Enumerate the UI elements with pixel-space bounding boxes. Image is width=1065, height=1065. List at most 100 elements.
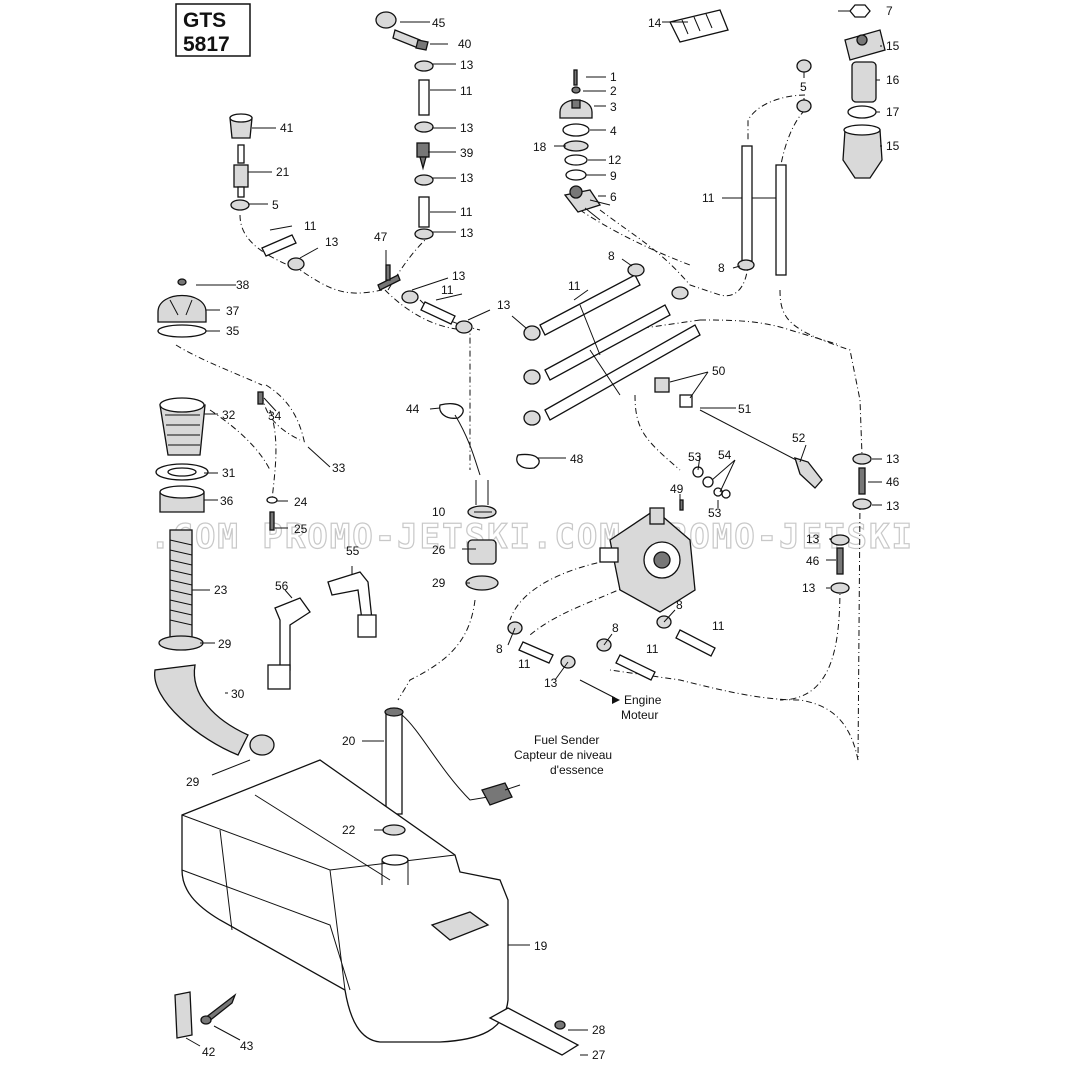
callout-5: 5 bbox=[800, 80, 807, 94]
callout-55: 55 bbox=[346, 544, 360, 558]
callout-30: 30 bbox=[231, 687, 245, 701]
callout-16: 16 bbox=[886, 73, 900, 87]
part-choke-cable bbox=[654, 377, 823, 489]
callout-6: 6 bbox=[610, 190, 617, 204]
callout-13: 13 bbox=[886, 499, 900, 513]
callout-11: 11 bbox=[518, 657, 531, 671]
callout-11: 11 bbox=[441, 283, 454, 297]
callout-13: 13 bbox=[460, 121, 474, 135]
fuel-sender-label-fr-2: d'essence bbox=[550, 763, 604, 777]
callout-48: 48 bbox=[570, 452, 584, 466]
title-line-2: 5817 bbox=[183, 33, 230, 56]
callout-4: 4 bbox=[610, 124, 617, 138]
part-filler-cap bbox=[157, 278, 207, 338]
text-labels: Engine Moteur Fuel Sender Capteur de niv… bbox=[514, 693, 662, 777]
callout-21: 21 bbox=[276, 165, 290, 179]
part-filler-neck bbox=[154, 397, 275, 756]
part-fuel-sender bbox=[384, 707, 521, 815]
callout-11: 11 bbox=[304, 219, 317, 233]
callout-47: 47 bbox=[374, 230, 388, 244]
engine-label-fr: Moteur bbox=[621, 708, 658, 722]
part-vent-fittings bbox=[229, 11, 430, 198]
callout-8: 8 bbox=[718, 261, 725, 275]
callout-12: 12 bbox=[608, 153, 622, 167]
part-clamps bbox=[230, 59, 872, 669]
callout-11: 11 bbox=[460, 84, 473, 98]
callout-28: 28 bbox=[592, 1023, 606, 1037]
callout-40: 40 bbox=[458, 37, 472, 51]
callout-44: 44 bbox=[406, 402, 420, 416]
part-fittings-46 bbox=[836, 467, 866, 575]
callout-14: 14 bbox=[648, 16, 662, 30]
callout-18: 18 bbox=[533, 140, 547, 154]
callout-22: 22 bbox=[342, 823, 356, 837]
part-tee-47 bbox=[377, 264, 401, 291]
callout-8: 8 bbox=[608, 249, 615, 263]
callout-11: 11 bbox=[568, 279, 581, 293]
callout-51: 51 bbox=[738, 402, 752, 416]
callout-29: 29 bbox=[218, 637, 232, 651]
engine-arrow-icon bbox=[612, 696, 620, 704]
callout-15: 15 bbox=[886, 139, 900, 153]
part-fuel-pump-body bbox=[599, 507, 696, 613]
callout-19: 19 bbox=[534, 939, 548, 953]
part-straps bbox=[267, 571, 377, 690]
callout-25: 25 bbox=[294, 522, 308, 536]
callout-20: 20 bbox=[342, 734, 356, 748]
callout-24: 24 bbox=[294, 495, 308, 509]
callout-11: 11 bbox=[646, 642, 659, 656]
leader-lines bbox=[185, 10, 882, 1056]
part-clip bbox=[174, 991, 237, 1039]
title-line-1: GTS bbox=[183, 9, 226, 32]
callout-36: 36 bbox=[220, 494, 234, 508]
callout-35: 35 bbox=[226, 324, 240, 338]
callout-33: 33 bbox=[332, 461, 346, 475]
callout-45: 45 bbox=[432, 16, 446, 30]
callout-23: 23 bbox=[214, 583, 228, 597]
fuel-sender-label-fr-1: Capteur de niveau bbox=[514, 748, 612, 762]
callout-31: 31 bbox=[222, 466, 236, 480]
callout-1: 1 bbox=[610, 70, 617, 84]
callout-29: 29 bbox=[186, 775, 200, 789]
callout-41: 41 bbox=[280, 121, 294, 135]
callout-13: 13 bbox=[497, 298, 511, 312]
callout-13: 13 bbox=[460, 58, 474, 72]
callout-13: 13 bbox=[460, 226, 474, 240]
callout-10: 10 bbox=[432, 505, 446, 519]
part-ties-couplers bbox=[439, 403, 540, 591]
callout-49: 49 bbox=[670, 482, 684, 496]
callout-2: 2 bbox=[610, 84, 617, 98]
callout-numbers: 45 40 13 11 13 39 13 11 13 41 21 5 11 13… bbox=[186, 4, 900, 1062]
callout-13: 13 bbox=[802, 581, 816, 595]
callout-11: 11 bbox=[460, 205, 473, 219]
callout-38: 38 bbox=[236, 278, 250, 292]
watermark: .COM PROMO-JETSKI.COM PROMO-JETSKI bbox=[150, 517, 914, 557]
callout-53: 53 bbox=[708, 506, 722, 520]
callout-39: 39 bbox=[460, 146, 474, 160]
callout-34: 34 bbox=[268, 409, 282, 423]
callout-13: 13 bbox=[325, 235, 339, 249]
callout-43: 43 bbox=[240, 1039, 254, 1053]
callout-13: 13 bbox=[544, 676, 558, 690]
part-fuel-tank bbox=[181, 759, 509, 1043]
part-hoses bbox=[261, 79, 787, 681]
part-fuel-valve bbox=[559, 69, 611, 221]
callout-54: 54 bbox=[718, 448, 732, 462]
callout-7: 7 bbox=[886, 4, 893, 18]
callout-3: 3 bbox=[610, 100, 617, 114]
callout-52: 52 bbox=[792, 431, 806, 445]
callout-53: 53 bbox=[688, 450, 702, 464]
callout-13: 13 bbox=[460, 171, 474, 185]
callout-9: 9 bbox=[610, 169, 617, 183]
part-bracket-14 bbox=[669, 9, 729, 43]
callout-8: 8 bbox=[496, 642, 503, 656]
callout-15: 15 bbox=[886, 39, 900, 53]
callout-37: 37 bbox=[226, 304, 240, 318]
callout-11: 11 bbox=[712, 619, 725, 633]
callout-5: 5 bbox=[272, 198, 279, 212]
callout-8: 8 bbox=[676, 598, 683, 612]
callout-13: 13 bbox=[452, 269, 466, 283]
callout-13: 13 bbox=[806, 532, 820, 546]
